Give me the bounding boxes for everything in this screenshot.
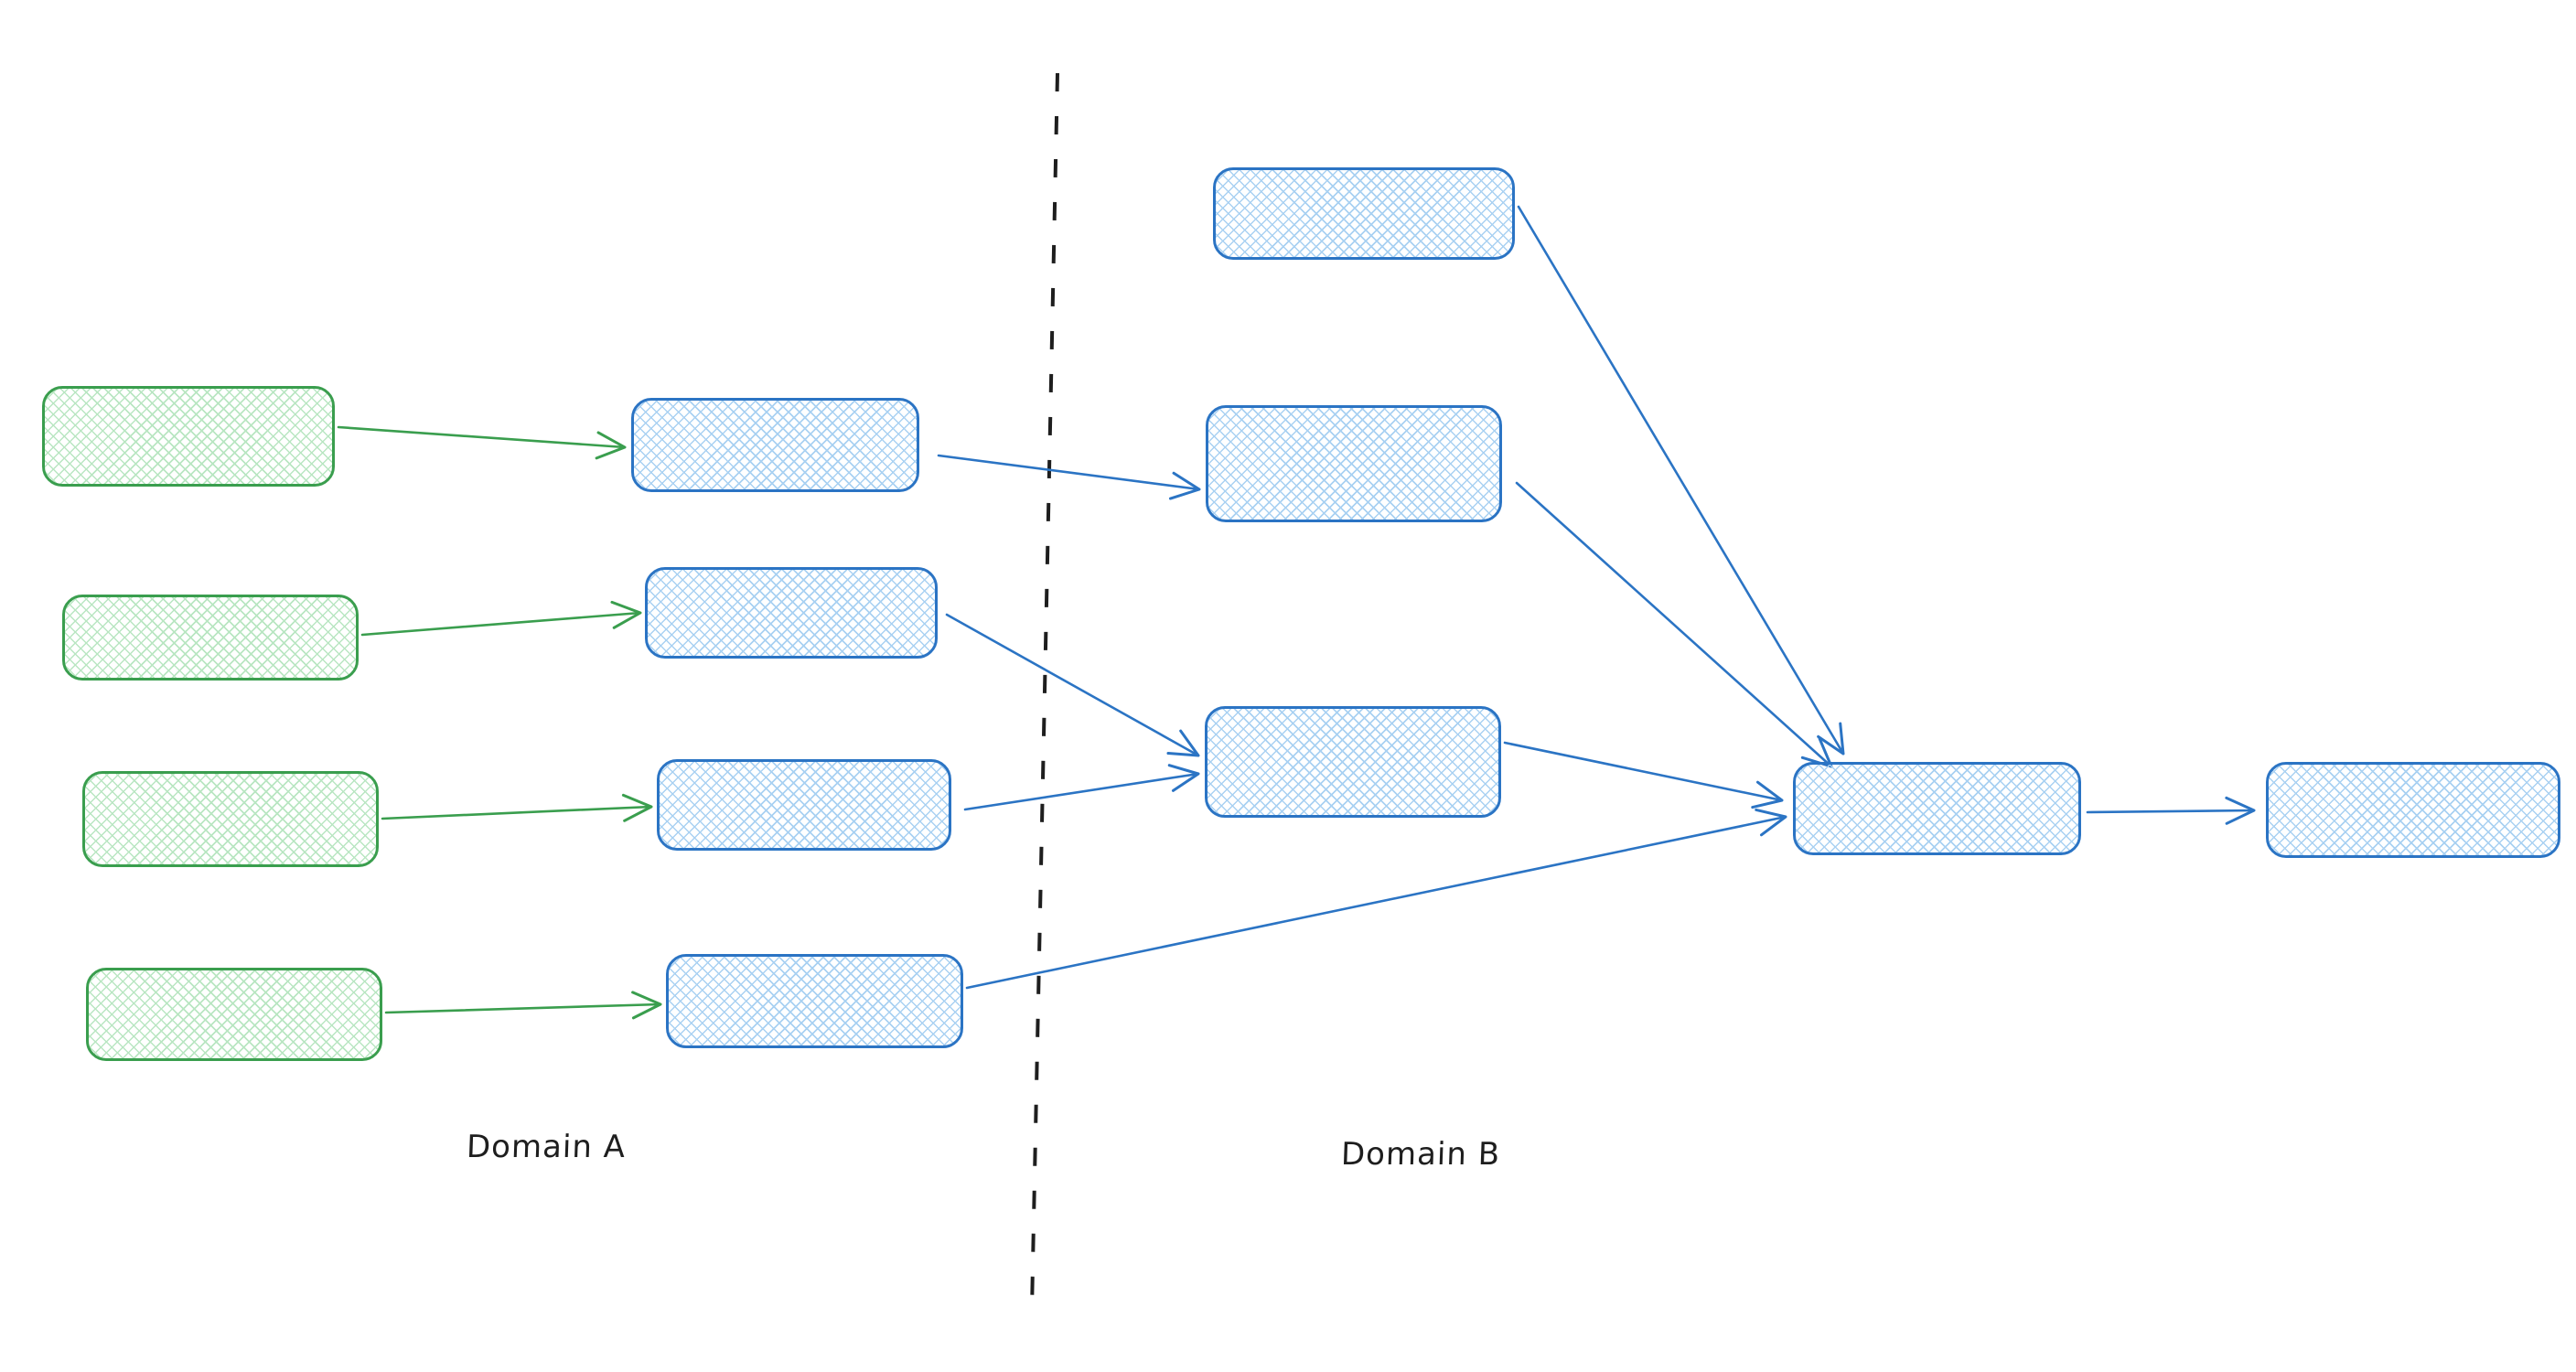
- edge-a4-to-hub: [965, 808, 1787, 990]
- edge-source2-to-a2: [360, 600, 642, 637]
- edge-source1-to-a1: [337, 425, 627, 460]
- node-domain-a-node-1[interactable]: [631, 398, 919, 492]
- node-domain-a-source-2[interactable]: [62, 595, 359, 681]
- domain-a-label: Domain A: [466, 1129, 627, 1165]
- edge-b1-to-hub: [1517, 205, 1845, 756]
- node-domain-a-source-1[interactable]: [42, 386, 335, 487]
- edge-a1-to-b2: [937, 454, 1201, 500]
- node-domain-b-node-2[interactable]: [1206, 405, 1502, 522]
- node-domain-a-node-2[interactable]: [645, 567, 938, 659]
- edge-b2-to-hub: [1515, 481, 1833, 768]
- edge-hub-to-output: [2086, 796, 2256, 825]
- edge-a2-to-b3: [945, 613, 1200, 757]
- edge-a3-to-b3: [963, 764, 1200, 811]
- edge-source4-to-a4: [384, 991, 662, 1020]
- node-domain-a-source-4[interactable]: [86, 968, 382, 1061]
- node-domain-a-source-3[interactable]: [82, 771, 379, 867]
- edge-source3-to-a3: [381, 793, 653, 822]
- node-domain-b-node-3[interactable]: [1205, 706, 1501, 818]
- node-domain-b-hub[interactable]: [1793, 762, 2081, 855]
- node-domain-a-node-4[interactable]: [666, 954, 963, 1048]
- edge-b3-to-hub: [1503, 741, 1784, 809]
- node-domain-b-node-1[interactable]: [1213, 167, 1515, 260]
- node-domain-b-output[interactable]: [2266, 762, 2560, 858]
- domain-b-label: Domain B: [1340, 1136, 1501, 1173]
- node-domain-a-node-3[interactable]: [657, 759, 951, 851]
- domain-divider-dashed-line: [1030, 72, 1059, 1311]
